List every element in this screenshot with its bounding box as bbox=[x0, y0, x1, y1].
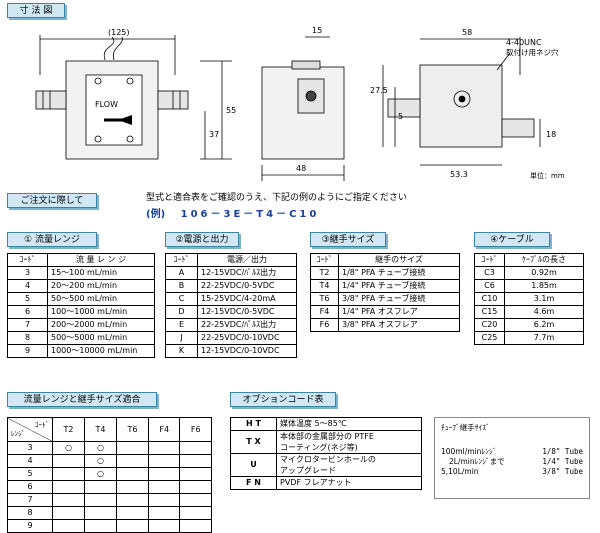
order-example-code: 106－3E－T4－C10 bbox=[180, 209, 320, 220]
table-row: 8 bbox=[7, 506, 212, 520]
cable-title: ④ケーブル bbox=[474, 232, 550, 247]
dim-125: (125) bbox=[108, 28, 130, 37]
fitting-header-size: 継手のサイズ bbox=[338, 253, 460, 267]
table-row: 3○○ bbox=[7, 441, 212, 455]
compat-col: T2 bbox=[52, 417, 85, 442]
table-row: U マイクロタービンホールのアップグレード bbox=[230, 453, 422, 477]
dim-58: 58 bbox=[462, 28, 472, 37]
flow-range-header-code: ｺｰﾄﾞ bbox=[7, 253, 48, 267]
dim-27-5: 27.5 bbox=[370, 86, 388, 95]
dimensions-title: 寸 法 図 bbox=[7, 3, 65, 18]
compat-title: 流量レンジと継手サイズ適合 bbox=[7, 392, 157, 407]
order-example-label: (例) bbox=[146, 209, 166, 220]
table-row: H T 媒体温度 5～85℃ bbox=[230, 417, 422, 431]
dimension-drawing: (125) 15 58 55 37 48 27.5 5 18 53.3 FLOW… bbox=[35, 26, 565, 181]
power-header-output: 電源／出力 bbox=[197, 253, 297, 267]
dim-53-3: 53.3 bbox=[450, 170, 468, 179]
flow-range-header-range: 流 量 レ ン ジ bbox=[47, 253, 155, 267]
order-example: (例) 106－3E－T4－C10 bbox=[146, 205, 319, 220]
dim-15: 15 bbox=[312, 26, 322, 35]
dim-5: 5 bbox=[398, 112, 403, 121]
compat-corner: ｺｰﾄﾞ ﾚﾝｼﾞ bbox=[7, 417, 53, 442]
order-title: ご注文に際して bbox=[7, 193, 97, 208]
cable-header-length: ｹｰﾌﾞﾙの長さ bbox=[504, 253, 584, 267]
dim-18: 18 bbox=[546, 130, 556, 139]
tube-title: ﾁｭｰﾌﾞ継手ｻｲｽﾞ bbox=[441, 423, 490, 432]
table-row: 6 bbox=[7, 480, 212, 494]
screw-label: 4-40UNC bbox=[506, 38, 542, 47]
dim-55: 55 bbox=[226, 106, 236, 115]
table-row: 4○ bbox=[7, 454, 212, 468]
table-row: F N PVDF フレアナット bbox=[230, 476, 422, 490]
fitting-title: ③継手サイズ bbox=[310, 232, 386, 247]
flow-range-title: ① 流量レンジ bbox=[7, 232, 97, 247]
power-title: ②電源と出力 bbox=[165, 232, 239, 247]
compat-corner-top: ｺｰﾄﾞ bbox=[35, 421, 49, 429]
compat-col: F4 bbox=[147, 417, 181, 442]
power-header-code: ｺｰﾄﾞ bbox=[165, 253, 198, 267]
table-row: 5○ bbox=[7, 467, 212, 481]
dim-48: 48 bbox=[296, 164, 306, 173]
fitting-header-code: ｺｰﾄﾞ bbox=[310, 253, 339, 267]
cable-header-code: ｺｰﾄﾞ bbox=[474, 253, 505, 267]
dim-37: 37 bbox=[209, 130, 219, 139]
compat-col: F6 bbox=[179, 417, 212, 442]
table-row: 7 bbox=[7, 493, 212, 507]
compat-corner-bottom: ﾚﾝｼﾞ bbox=[11, 430, 25, 438]
compat-col: T4 bbox=[84, 417, 117, 442]
flow-label: FLOW bbox=[95, 100, 118, 109]
table-row: 9 bbox=[7, 519, 212, 533]
compat-table: ｺｰﾄﾞ ﾚﾝｼﾞ T2 T4 T6 F4 F6 3○○ 4○ 5○ 6 7 8… bbox=[7, 417, 212, 533]
compat-col: T6 bbox=[116, 417, 149, 442]
order-note: 型式と適合表をご確認のうえ、下記の例のようにご指定ください bbox=[146, 193, 407, 203]
unit-label: 単位：mm bbox=[530, 171, 565, 180]
screw-label-2: 取付け用ネジ穴 bbox=[506, 47, 559, 57]
options-title: オプションコード表 bbox=[230, 392, 336, 407]
